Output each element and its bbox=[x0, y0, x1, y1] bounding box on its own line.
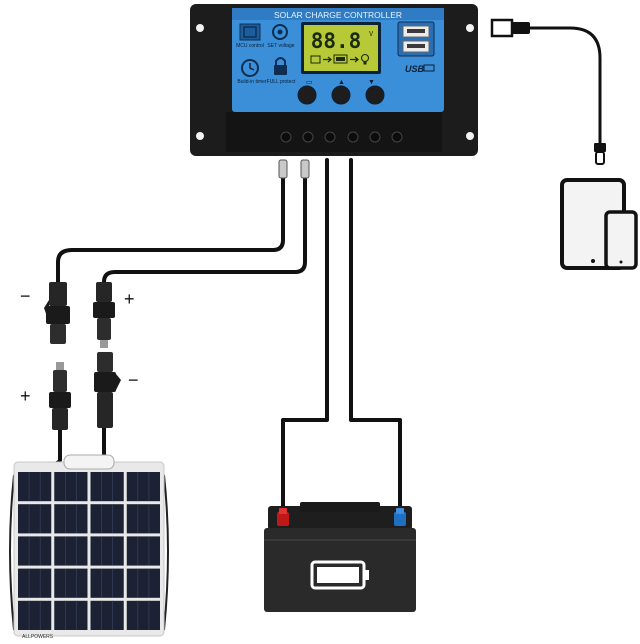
plus-button[interactable] bbox=[365, 85, 385, 105]
solar-cell bbox=[90, 536, 124, 566]
battery-negative-terminal bbox=[394, 508, 406, 526]
battery-symbol-icon bbox=[333, 54, 348, 64]
solar-cell bbox=[54, 536, 88, 566]
polarity-lower-left: + bbox=[20, 386, 31, 406]
full-protect-icon: FULL protect bbox=[267, 57, 296, 85]
usb-a-plug bbox=[490, 18, 530, 38]
solar-cell bbox=[126, 504, 160, 534]
terminal-screw bbox=[280, 131, 292, 143]
polarity-upper-left: − bbox=[20, 286, 31, 306]
feature-label-set: SET voltage bbox=[267, 43, 294, 49]
panel-brand-label: ALLPOWERS bbox=[22, 634, 54, 640]
minus-button[interactable] bbox=[331, 85, 351, 105]
feature-label-timer: Build-in timer bbox=[237, 79, 267, 85]
solar-cell bbox=[90, 600, 124, 630]
feature-label-protect: FULL protect bbox=[267, 79, 296, 85]
solar-cell bbox=[90, 472, 124, 502]
solar-cell bbox=[126, 568, 160, 598]
usb-ports: USB bbox=[397, 21, 435, 74]
build-in-timer-icon: Build-in timer bbox=[237, 59, 267, 85]
wire-terminal bbox=[278, 159, 288, 179]
mcu-chip-icon: MCU control bbox=[236, 23, 264, 49]
mount-hole bbox=[466, 132, 474, 140]
terminal-screw bbox=[347, 131, 359, 143]
solar-cell bbox=[126, 536, 160, 566]
solar-cell bbox=[54, 600, 88, 630]
panel-flex-edge bbox=[9, 474, 15, 631]
arrow-right-icon bbox=[350, 56, 359, 63]
triangle-down-icon: ▼ bbox=[368, 79, 375, 86]
lcd-value: 88.8 bbox=[311, 29, 362, 53]
usb-battery-icon bbox=[423, 64, 435, 72]
button-legend: ▭ ▲ ▼ bbox=[306, 79, 375, 86]
usb-label: USB bbox=[405, 64, 425, 74]
triangle-up-icon: ▲ bbox=[338, 79, 345, 86]
polarity-labels: − + + − bbox=[20, 286, 139, 406]
lcd-flow-icons bbox=[310, 53, 370, 65]
terminal-screw bbox=[324, 131, 336, 143]
solar-cell bbox=[18, 504, 52, 534]
set-voltage-icon: SET voltage bbox=[267, 24, 295, 49]
terminal-screw bbox=[391, 131, 403, 143]
solar-cell bbox=[54, 504, 88, 534]
usb-cable bbox=[528, 26, 602, 147]
solar-cell bbox=[54, 568, 88, 598]
mc4-connectors bbox=[44, 282, 121, 430]
solar-cell bbox=[18, 568, 52, 598]
solar-cell bbox=[18, 600, 52, 630]
panel-flex-edge bbox=[163, 474, 169, 631]
menu-symbol-icon: ▭ bbox=[306, 79, 313, 86]
menu-button[interactable] bbox=[297, 85, 317, 105]
mc4-connector-lower-positive bbox=[49, 362, 71, 430]
battery-negative-wire bbox=[349, 158, 402, 512]
junction-box bbox=[63, 454, 115, 470]
solar-cell bbox=[18, 472, 52, 502]
solar-cell bbox=[126, 600, 160, 630]
mount-hole bbox=[196, 132, 204, 140]
mount-hole bbox=[466, 24, 474, 32]
battery-positive-wire bbox=[281, 158, 329, 512]
solar-panel: ALLPOWERS bbox=[9, 454, 169, 640]
terminal-block bbox=[280, 131, 403, 143]
lcd-display: 88.8 V bbox=[301, 22, 381, 74]
solar-cell bbox=[90, 504, 124, 534]
controller-title: SOLAR CHARGE CONTROLLER bbox=[274, 10, 402, 20]
wire-terminals bbox=[278, 159, 310, 179]
wires bbox=[29, 26, 602, 512]
wire-terminal bbox=[300, 159, 310, 179]
battery-positive-terminal bbox=[277, 508, 289, 526]
polarity-lower-right: − bbox=[128, 370, 139, 390]
feature-icons: MCU control SET voltage Build-in timer F… bbox=[236, 23, 296, 85]
solar-negative-wire bbox=[56, 174, 285, 286]
mc4-connector-upper-negative bbox=[44, 282, 70, 344]
solar-cell bbox=[18, 536, 52, 566]
lcd-unit: V bbox=[369, 30, 374, 38]
solar-positive-wire bbox=[102, 174, 307, 286]
solar-cell-grid bbox=[18, 472, 160, 630]
terminal-screw bbox=[369, 131, 381, 143]
battery-lid-vent bbox=[300, 502, 380, 512]
battery-charge-icon bbox=[310, 560, 369, 590]
feature-label-mcu: MCU control bbox=[236, 43, 264, 49]
solar-cell bbox=[90, 568, 124, 598]
solar-cell bbox=[126, 472, 160, 502]
solar-cell bbox=[54, 472, 88, 502]
polarity-upper-right: + bbox=[124, 289, 135, 309]
battery bbox=[264, 502, 416, 612]
arrow-right-icon bbox=[323, 56, 332, 63]
mc4-connector-lower-negative bbox=[94, 352, 121, 428]
usb-c-plug bbox=[594, 143, 606, 165]
charge-controller: SOLAR CHARGE CONTROLLER MCU control SET … bbox=[190, 4, 478, 156]
controller-bottom-strip bbox=[226, 112, 442, 152]
faceplate-title-bar bbox=[232, 8, 444, 20]
phone-icon bbox=[604, 210, 638, 270]
terminal-screw bbox=[302, 131, 314, 143]
mc4-connector-upper-positive bbox=[93, 282, 115, 348]
mount-hole bbox=[196, 24, 204, 32]
panel-symbol-icon bbox=[310, 55, 321, 64]
controller-buttons bbox=[297, 85, 385, 105]
